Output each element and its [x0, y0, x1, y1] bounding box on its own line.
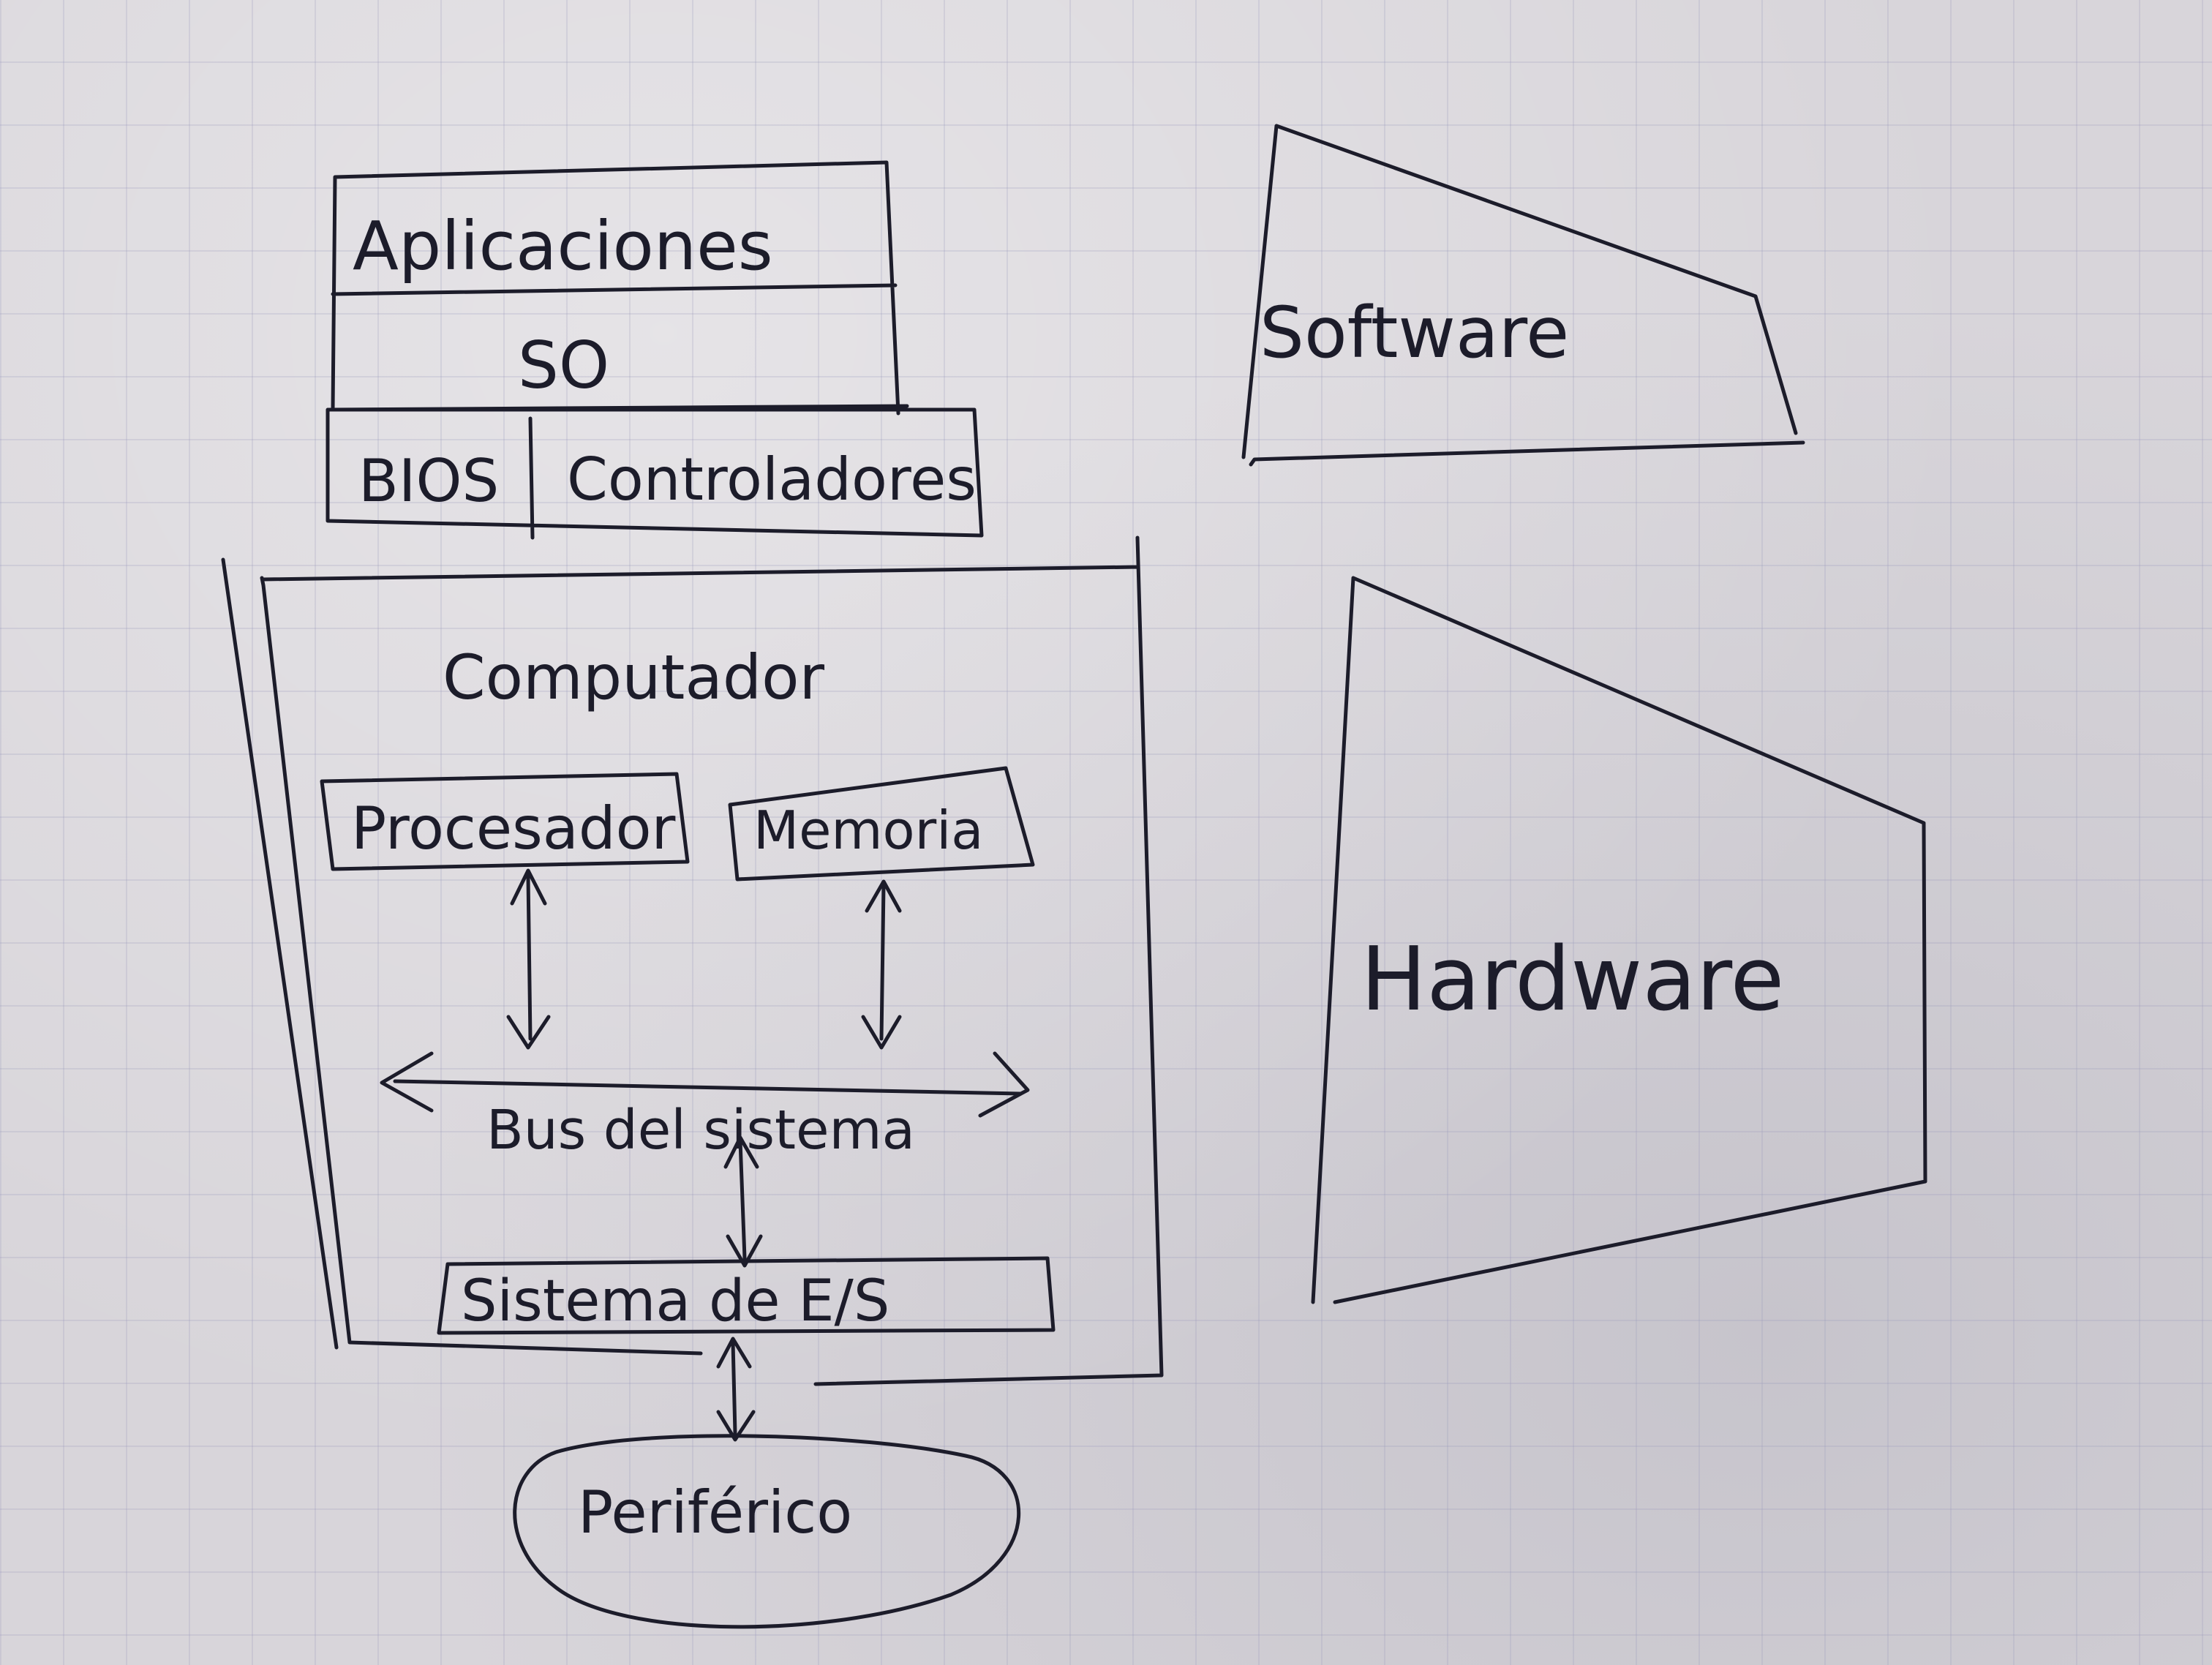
- peripheral-ellipse: [513, 1434, 1021, 1629]
- memory-bus-arrow: [861, 879, 902, 1050]
- io-label: Sistema de E/S: [461, 1269, 889, 1334]
- bios-drivers-box: [326, 407, 984, 540]
- io-box: [437, 1256, 1056, 1335]
- hardware-block: Hardware: [1311, 576, 1927, 1304]
- software-label: Software: [1260, 292, 1569, 374]
- bios-label: BIOS: [358, 447, 499, 515]
- system-bus-arrow: [380, 1051, 1030, 1118]
- software-shape: [1241, 124, 1805, 467]
- io-peripheral-arrow: [716, 1337, 756, 1442]
- peripheral-block: Periférico: [513, 1434, 1021, 1629]
- apps-label: Aplicaciones: [353, 207, 773, 285]
- bus-io-arrow: [723, 1135, 763, 1268]
- computer-label: Computador: [443, 642, 825, 713]
- os-label: SO: [518, 328, 609, 403]
- computer-block: Computador Procesador Memoria Bus del si…: [221, 535, 1164, 1442]
- processor-box: [320, 772, 690, 871]
- drivers-label: Controladores: [567, 446, 977, 514]
- software-stack: Aplicaciones SO BIOS Controladores: [326, 160, 984, 540]
- processor-label: Procesador: [351, 794, 676, 862]
- hardware-label: Hardware: [1361, 929, 1784, 1031]
- software-block: Software: [1241, 124, 1805, 467]
- memory-box: [728, 766, 1035, 882]
- bus-label: Bus del sistema: [486, 1099, 915, 1162]
- hardware-shape: [1311, 576, 1927, 1304]
- processor-bus-arrow: [506, 868, 551, 1050]
- computer-outline: [221, 535, 1164, 1386]
- apps-box: [331, 160, 900, 416]
- memory-label: Memoria: [753, 800, 983, 861]
- peripheral-label: Periférico: [578, 1478, 852, 1546]
